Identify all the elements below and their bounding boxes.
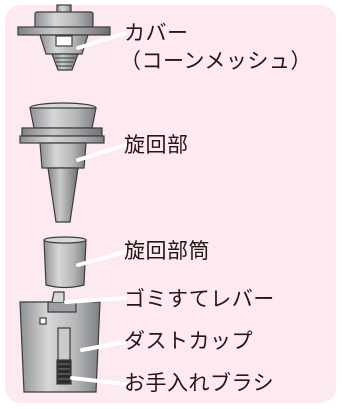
tube-leader-line	[76, 250, 127, 267]
dust-lever-label: ゴミすてレバー	[124, 287, 275, 311]
cyclone-leader-line	[76, 143, 127, 162]
cup-leader-line	[80, 340, 127, 352]
cover-sublabel: （コーンメッシュ）	[120, 49, 312, 73]
cyclone-part-icon	[19, 102, 105, 223]
cover-leader-line	[76, 31, 127, 50]
dust-cup-part-icon	[19, 291, 101, 393]
cyclone-tube-part-icon	[43, 236, 87, 289]
cover-mesh-part-icon	[17, 4, 111, 71]
dust-cup-label: ダストカップ	[124, 329, 253, 353]
cyclone-label: 旋回部	[124, 133, 189, 157]
lever-leader-line	[64, 296, 127, 304]
brush-label: お手入れブラシ	[124, 371, 275, 395]
brush-leader-line	[70, 376, 127, 386]
cyclone-tube-label: 旋回部筒	[124, 239, 210, 263]
cover-label: カバー	[124, 21, 189, 45]
